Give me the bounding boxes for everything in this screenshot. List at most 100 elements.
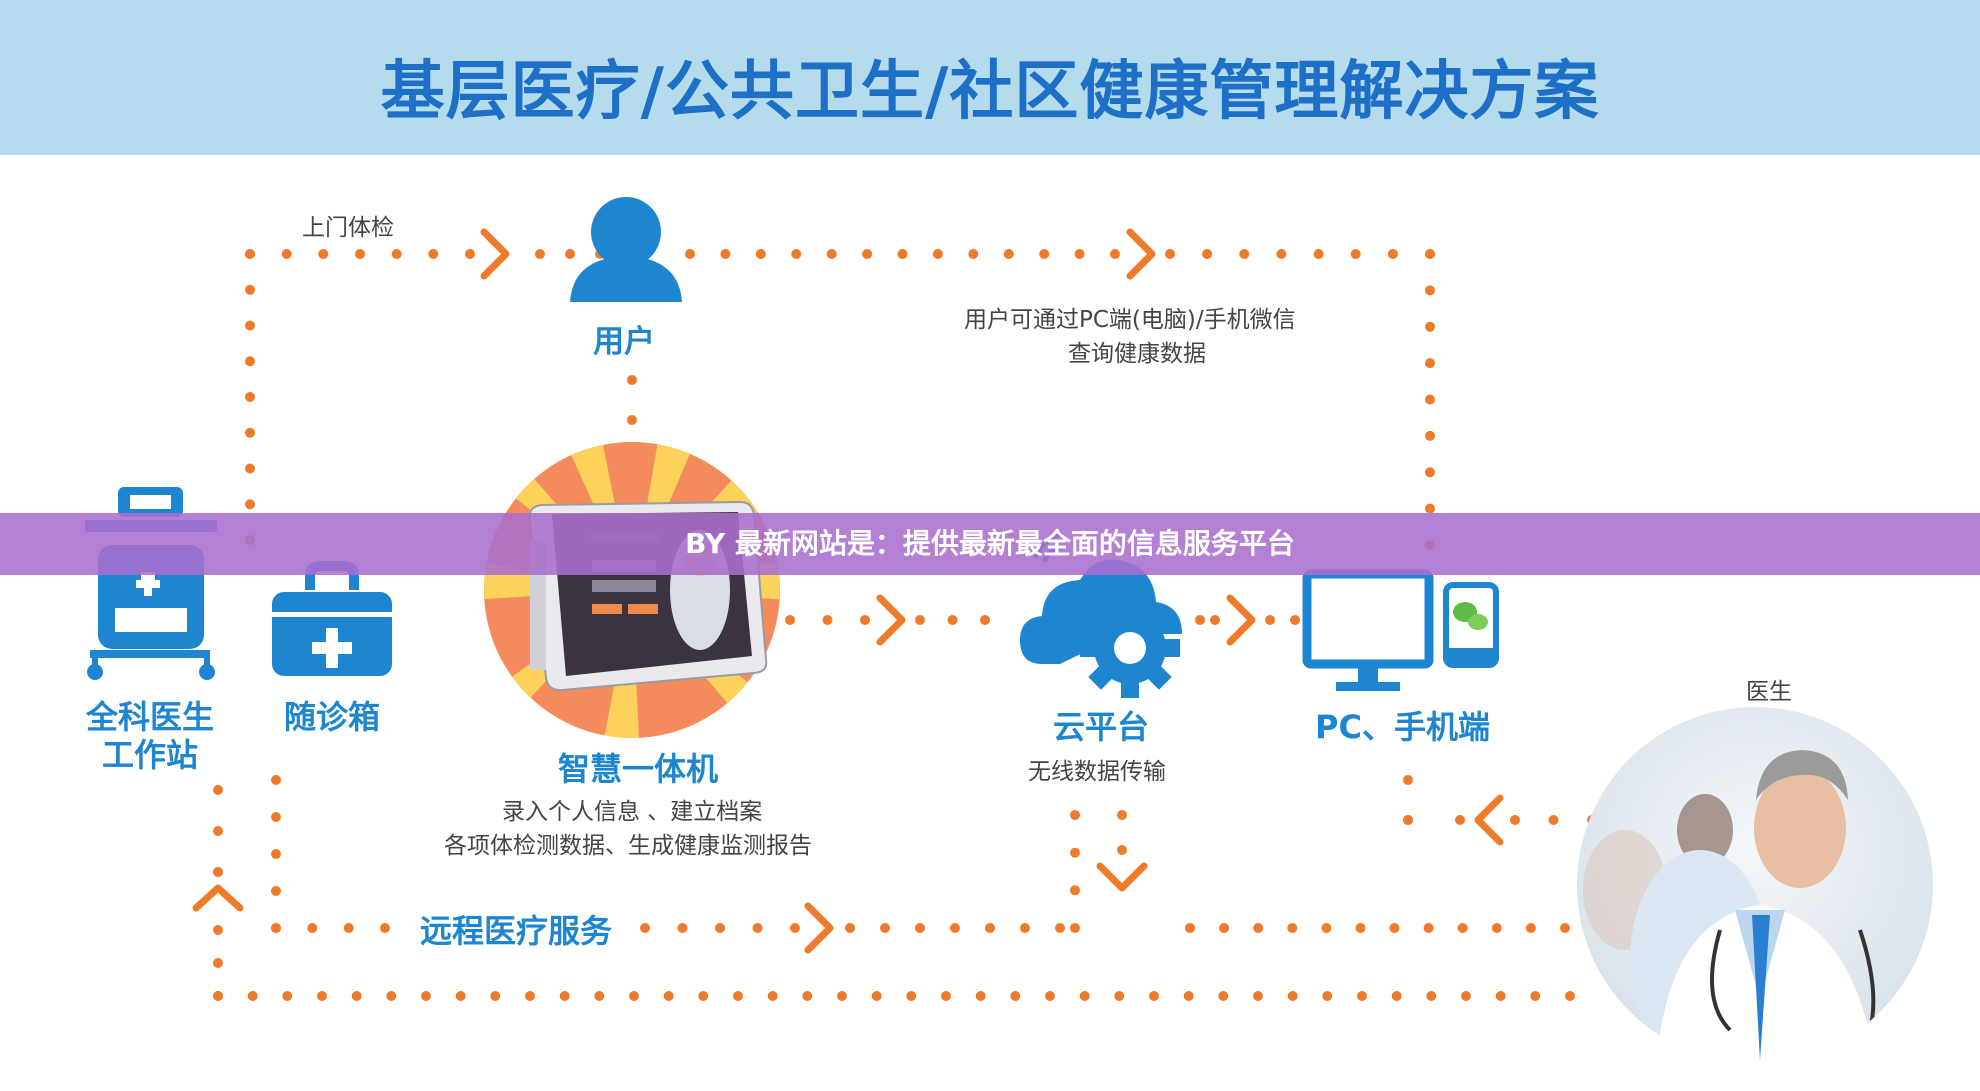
- phone-wechat-icon: [1443, 582, 1499, 668]
- connector-dot: [1565, 991, 1575, 1001]
- arrow-right-2: [1126, 228, 1156, 280]
- page-title: 基层医疗/公共卫生/社区健康管理解决方案: [380, 55, 1600, 129]
- arrow-right-3: [876, 594, 906, 646]
- connector-dot: [490, 991, 501, 1001]
- connector-dot: [1426, 991, 1437, 1001]
- connector-dot: [1185, 923, 1195, 933]
- node-pc-mobile: PC、手机端: [1315, 708, 1490, 746]
- connector-dot: [213, 958, 223, 968]
- connector-dot: [282, 991, 293, 1001]
- connector-dot: [1079, 991, 1090, 1001]
- monitor-icon: [1302, 569, 1434, 691]
- connector-dot: [245, 284, 255, 295]
- connector-dot: [1357, 991, 1367, 1001]
- connector-dot: [271, 812, 281, 822]
- connector-dot: [1165, 249, 1175, 259]
- label-home-checkup: 上门体检: [302, 215, 394, 241]
- connector-dot: [1425, 467, 1435, 478]
- connector-dot: [897, 249, 908, 259]
- promo-banner[interactable]: BY 最新网站是：提供最新最全面的信息服务平台: [0, 513, 1980, 575]
- arrow-left-1: [1474, 794, 1504, 846]
- connector-dot: [627, 375, 637, 385]
- connector-dot: [281, 249, 292, 259]
- connector-dot: [245, 249, 255, 259]
- connector-dot: [950, 923, 960, 933]
- connector-dot: [1423, 923, 1434, 933]
- connector-dot: [1457, 923, 1468, 933]
- node-doctor: 医生: [1746, 679, 1792, 705]
- node-gp-station-line1: 全科医生: [86, 698, 215, 736]
- connector-dot: [455, 991, 466, 1001]
- connector-dot: [1070, 810, 1080, 820]
- connector-dot: [1510, 815, 1520, 825]
- connector-dot: [975, 991, 986, 1001]
- connector-dot: [1350, 249, 1361, 259]
- connector-dot: [1403, 815, 1413, 825]
- connector-dot: [245, 356, 255, 367]
- connector-dot: [1425, 285, 1435, 296]
- connector-dot: [785, 615, 795, 625]
- node-gp-station-line2: 工作站: [102, 736, 199, 774]
- connector-dot: [317, 991, 327, 1001]
- arrow-right-5: [804, 902, 834, 954]
- connector-dot: [245, 463, 255, 474]
- arrow-right-1: [480, 228, 510, 280]
- connector-dot: [1149, 991, 1159, 1001]
- connector-dot: [1322, 991, 1333, 1001]
- node-smart-terminal: 智慧一体机: [558, 750, 719, 788]
- medical-kit-icon: [272, 561, 392, 676]
- smart-terminal-icon: [484, 442, 780, 738]
- connector-dot: [391, 249, 402, 259]
- connector-dot: [1425, 358, 1435, 369]
- arrow-right-4: [1226, 594, 1256, 646]
- connector-dot: [1495, 991, 1506, 1001]
- node-cloud: 云平台: [1053, 708, 1150, 746]
- connector-dot: [213, 925, 223, 935]
- connector-dot: [880, 923, 890, 933]
- connector-dot: [247, 991, 258, 1001]
- connector-dot: [860, 615, 870, 625]
- connector-dot: [1425, 394, 1435, 405]
- label-remote-service: 远程医疗服务: [420, 912, 613, 950]
- connector-dot: [1070, 847, 1080, 858]
- connector-dot: [355, 249, 365, 259]
- connector-dot: [1461, 991, 1471, 1001]
- connector-dot: [837, 991, 847, 1001]
- connector-dot: [826, 249, 837, 259]
- connector-dot: [1491, 923, 1502, 933]
- connector-dot: [525, 991, 535, 1001]
- connector-dot: [1355, 923, 1366, 933]
- connector-dot: [271, 775, 281, 785]
- connector-dot: [1055, 923, 1065, 933]
- connector-dot: [1253, 991, 1263, 1001]
- connector-dot: [663, 991, 674, 1001]
- connector-dot: [565, 249, 575, 259]
- connector-dot: [906, 991, 917, 1001]
- connector-dot: [1253, 923, 1264, 933]
- connector-dot: [1287, 923, 1298, 933]
- connector-dot: [213, 826, 223, 836]
- connector-dot: [245, 427, 255, 438]
- connector-dot: [1403, 775, 1413, 785]
- node-medical-kit: 随诊箱: [284, 698, 381, 736]
- connector-dot: [862, 249, 873, 259]
- label-query-line2: 查询健康数据: [1068, 341, 1206, 367]
- label-query-line1: 用户可通过PC端(电脑)/手机微信: [964, 307, 1296, 333]
- connector-dot: [1074, 249, 1085, 259]
- connector-dot: [318, 249, 329, 259]
- connector-dot: [1455, 815, 1465, 825]
- connector-dot: [1425, 321, 1435, 332]
- connector-dot: [802, 991, 813, 1001]
- connector-dot: [845, 923, 855, 933]
- connector-dot: [1290, 615, 1300, 625]
- connector-dot: [1560, 923, 1570, 933]
- connector-dot: [380, 923, 390, 933]
- connector-dot: [343, 923, 354, 933]
- label-terminal-line2: 各项体检测数据、生成健康监测报告: [444, 833, 812, 859]
- connector-dot: [245, 499, 255, 510]
- node-user: 用户: [593, 324, 655, 360]
- connector-dot: [1239, 249, 1250, 259]
- connector-dot: [720, 249, 731, 259]
- connector-dot: [1218, 991, 1229, 1001]
- banner-text[interactable]: BY 最新网站是：提供最新最全面的信息服务平台: [685, 527, 1295, 560]
